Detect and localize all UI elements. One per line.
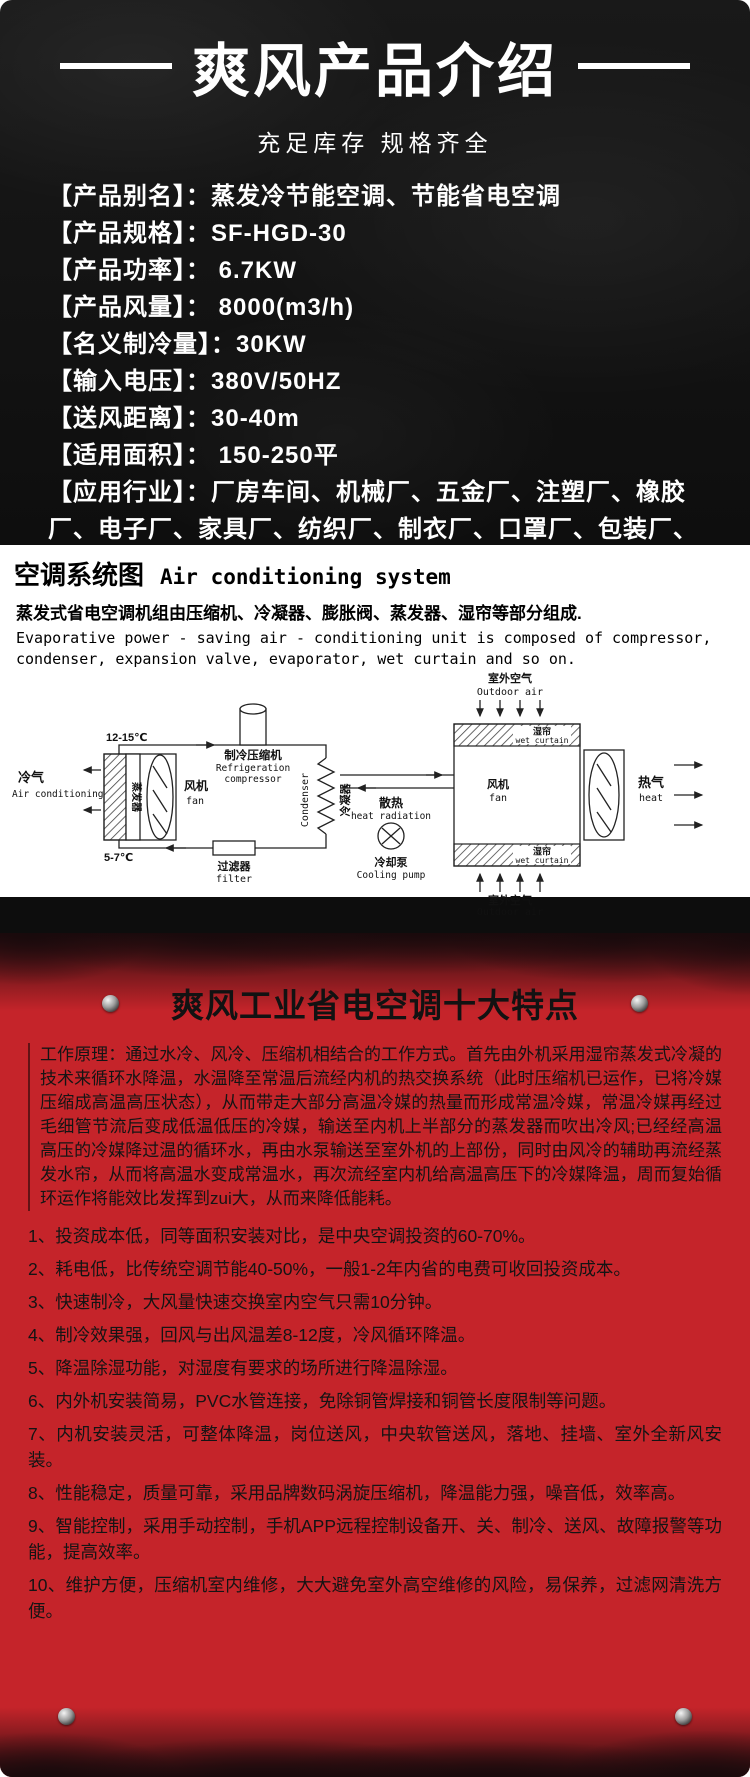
screw-icon (102, 994, 119, 1012)
feature-item: 7、内机安装灵活，可整体降温，岗位送风，中央软管送风，落地、挂墙、室外全新风安装… (28, 1424, 722, 1470)
features-title: 爽风工业省电空调十大特点 (171, 987, 579, 1024)
features-title-row: 爽风工业省电空调十大特点 (0, 933, 750, 1027)
title-row: 爽风产品介绍 (0, 24, 750, 108)
wet-curtain-top-label-en: wet curtain (516, 736, 569, 745)
spec-row-model: 【产品规格】：SF-HGD-30 (48, 220, 347, 247)
bottom-screws-row (0, 1708, 750, 1725)
outdoor-air-bottom-label-cn: 室外空气 (488, 893, 532, 907)
feature-list: 1、投资成本低，同等面积安装对比，是中央空调投资的60-70%。 2、耗电低，比… (28, 1223, 722, 1624)
cold-air-arrows-icon (82, 766, 101, 814)
feature-item: 9、智能控制，采用手动控制，手机APP远程控制设备开、关、制冷、送风、故障报警等… (28, 1516, 722, 1562)
refrigerant-pipe-top (118, 744, 327, 758)
diagram-title-en: Air conditioning system (160, 565, 451, 589)
compressor-icon (239, 703, 267, 746)
cold-air-label-cn: 冷气 (18, 770, 44, 785)
cooling-pump-icon (377, 822, 405, 850)
wet-curtain-top-label-cn: 湿帘 (533, 726, 551, 737)
feature-item: 8、性能稳定，质量可靠，采用品牌数码涡旋压缩机，降温能力强，噪音低，效率高。 (28, 1483, 686, 1503)
heat-radiation-label-en: heat radiation (351, 811, 431, 822)
outdoor-unit: 湿帘 wet curtain 湿帘 wet curtain 风机 fan (453, 723, 581, 867)
wet-curtain-bottom-label-en: wet curtain (516, 856, 569, 865)
section-divider (0, 897, 750, 933)
feature-item: 5、降温除湿功能，对湿度有要求的场所进行降温除湿。 (28, 1358, 458, 1378)
spec-row-power: 【产品功率】： 6.7KW (48, 257, 298, 284)
spec-row-airflow: 【产品风量】： 8000(m3/h) (48, 294, 355, 321)
cold-air-label-en: Air conditioning (12, 789, 104, 800)
spec-list: 【产品别名】：蒸发冷节能空调、节能省电空调 【产品规格】：SF-HGD-30 【… (0, 158, 750, 622)
feature-item: 10、维护方便，压缩机室内维修，大大避免室外高空维修的风险，易保养，过滤网清洗方… (28, 1575, 722, 1621)
screw-icon (631, 994, 648, 1012)
title-line-right (578, 63, 690, 69)
screw-icon (675, 1708, 692, 1725)
indoor-fan-icon (146, 754, 174, 840)
hot-air-label-cn: 热气 (638, 775, 664, 790)
feature-item: 2、耗电低，比传统空调节能40-50%，一般1-2年内省的电费可收回投资成本。 (28, 1259, 631, 1279)
outdoor-air-up-arrows-icon (476, 872, 544, 892)
diagram-title-cn: 空调系统图 (14, 560, 145, 590)
outdoor-air-top-label-en: Outdoor air (477, 687, 543, 698)
working-principle-text: 工作原理：通过水冷、风冷、压缩机相结合的工作方式。首先由外机采用湿帘蒸发式冷凝的… (28, 1043, 722, 1211)
spec-row-air-distance: 【送风距离】：30-40m (48, 405, 300, 432)
filter-icon (212, 840, 256, 856)
outdoor-fan-label-en: fan (489, 793, 507, 804)
outdoor-fan-icon (583, 749, 625, 841)
cooling-pump-label-en: Cooling pump (357, 870, 426, 881)
temp-low-label: 5-7℃ (104, 852, 133, 864)
wet-curtain-bottom-label-cn: 湿帘 (533, 846, 551, 857)
header-section: 爽风产品介绍 充足库存 规格齐全 【产品别名】：蒸发冷节能空调、节能省电空调 【… (0, 0, 750, 617)
feature-item: 3、快速制冷，大风量快速交换室内空气只需10分钟。 (28, 1292, 443, 1312)
diagram-desc-cn: 蒸发式省电空调机组由压缩机、冷凝器、膨胀阀、蒸发器、湿帘等部分组成. (16, 604, 582, 623)
spec-row-industries: 【应用行业】：厂房车间、机械厂、五金厂、注塑厂、橡胶厂、电子厂、家具厂、纺织厂、… (48, 479, 698, 617)
feature-item: 1、投资成本低，同等面积安装对比，是中央空调投资的60-70%。 (28, 1226, 536, 1246)
condenser-label-cn: 冷凝器 (338, 783, 352, 817)
hot-air-label-en: heat (639, 793, 663, 804)
spec-row-coverage-area: 【适用面积】： 150-250平 (48, 442, 339, 469)
features-section: 爽风工业省电空调十大特点 工作原理：通过水冷、风冷、压缩机相结合的工作方式。首先… (0, 933, 750, 1777)
heat-radiation-label-cn: 散热 (379, 795, 403, 810)
screw-icon (58, 1708, 75, 1725)
page-title: 爽风产品介绍 (191, 39, 558, 104)
system-diagram: 冷气 Air conditioning 蒸发器 风机 fan 12-15℃ 5-… (12, 671, 704, 918)
compressor-label-en1: Refrigeration (216, 763, 290, 774)
cooling-pump-label-cn: 冷却泵 (375, 855, 408, 869)
feature-item: 4、制冷效果强，回风与出风温差8-12度，冷风循环降温。 (28, 1325, 476, 1345)
diagram-desc-en: Evaporative power - saving air - conditi… (16, 629, 712, 668)
filter-label-en: filter (216, 874, 252, 885)
condenser-label-en: Condenser (300, 773, 311, 827)
feature-item: 6、内外机安装简易，PVC水管连接，免除铜管焊接和铜管长度限制等问题。 (28, 1391, 617, 1411)
system-diagram-section: 空调系统图 Air conditioning system 蒸发式省电空调机组由压… (0, 545, 750, 918)
compressor-label-cn: 制冷压缩机 (224, 748, 282, 762)
indoor-fan-label-cn: 风机 (184, 778, 208, 793)
spec-row-cooling-capacity: 【名义制冷量】：30KW (48, 331, 307, 358)
condenser-coil-icon (316, 757, 336, 835)
compressor-label-en2: compressor (224, 774, 281, 785)
outdoor-fan-label-cn: 风机 (487, 777, 509, 791)
filter-label-cn: 过滤器 (218, 859, 252, 873)
spec-row-voltage: 【输入电压】：380V/50HZ (48, 368, 342, 395)
hot-air-arrows-icon (674, 761, 704, 829)
temp-high-label: 12-15℃ (106, 732, 147, 744)
page-subtitle: 充足库存 规格齐全 (257, 130, 493, 156)
outdoor-air-bottom-label-en: Outdoor air (477, 907, 543, 916)
evaporator-coil-icon (103, 753, 127, 841)
evaporator-label: 蒸发器 (130, 782, 143, 813)
indoor-unit: 蒸发器 (103, 753, 177, 841)
diagram-title-row: 空调系统图 Air conditioning system (8, 555, 742, 592)
outdoor-air-top-label-cn: 室外空气 (488, 671, 532, 685)
indoor-fan-label-en: fan (186, 796, 204, 807)
outdoor-air-down-arrows-icon (476, 700, 544, 718)
spec-row-alias: 【产品别名】：蒸发冷节能空调、节能省电空调 (48, 183, 561, 210)
title-line-left (59, 63, 172, 69)
